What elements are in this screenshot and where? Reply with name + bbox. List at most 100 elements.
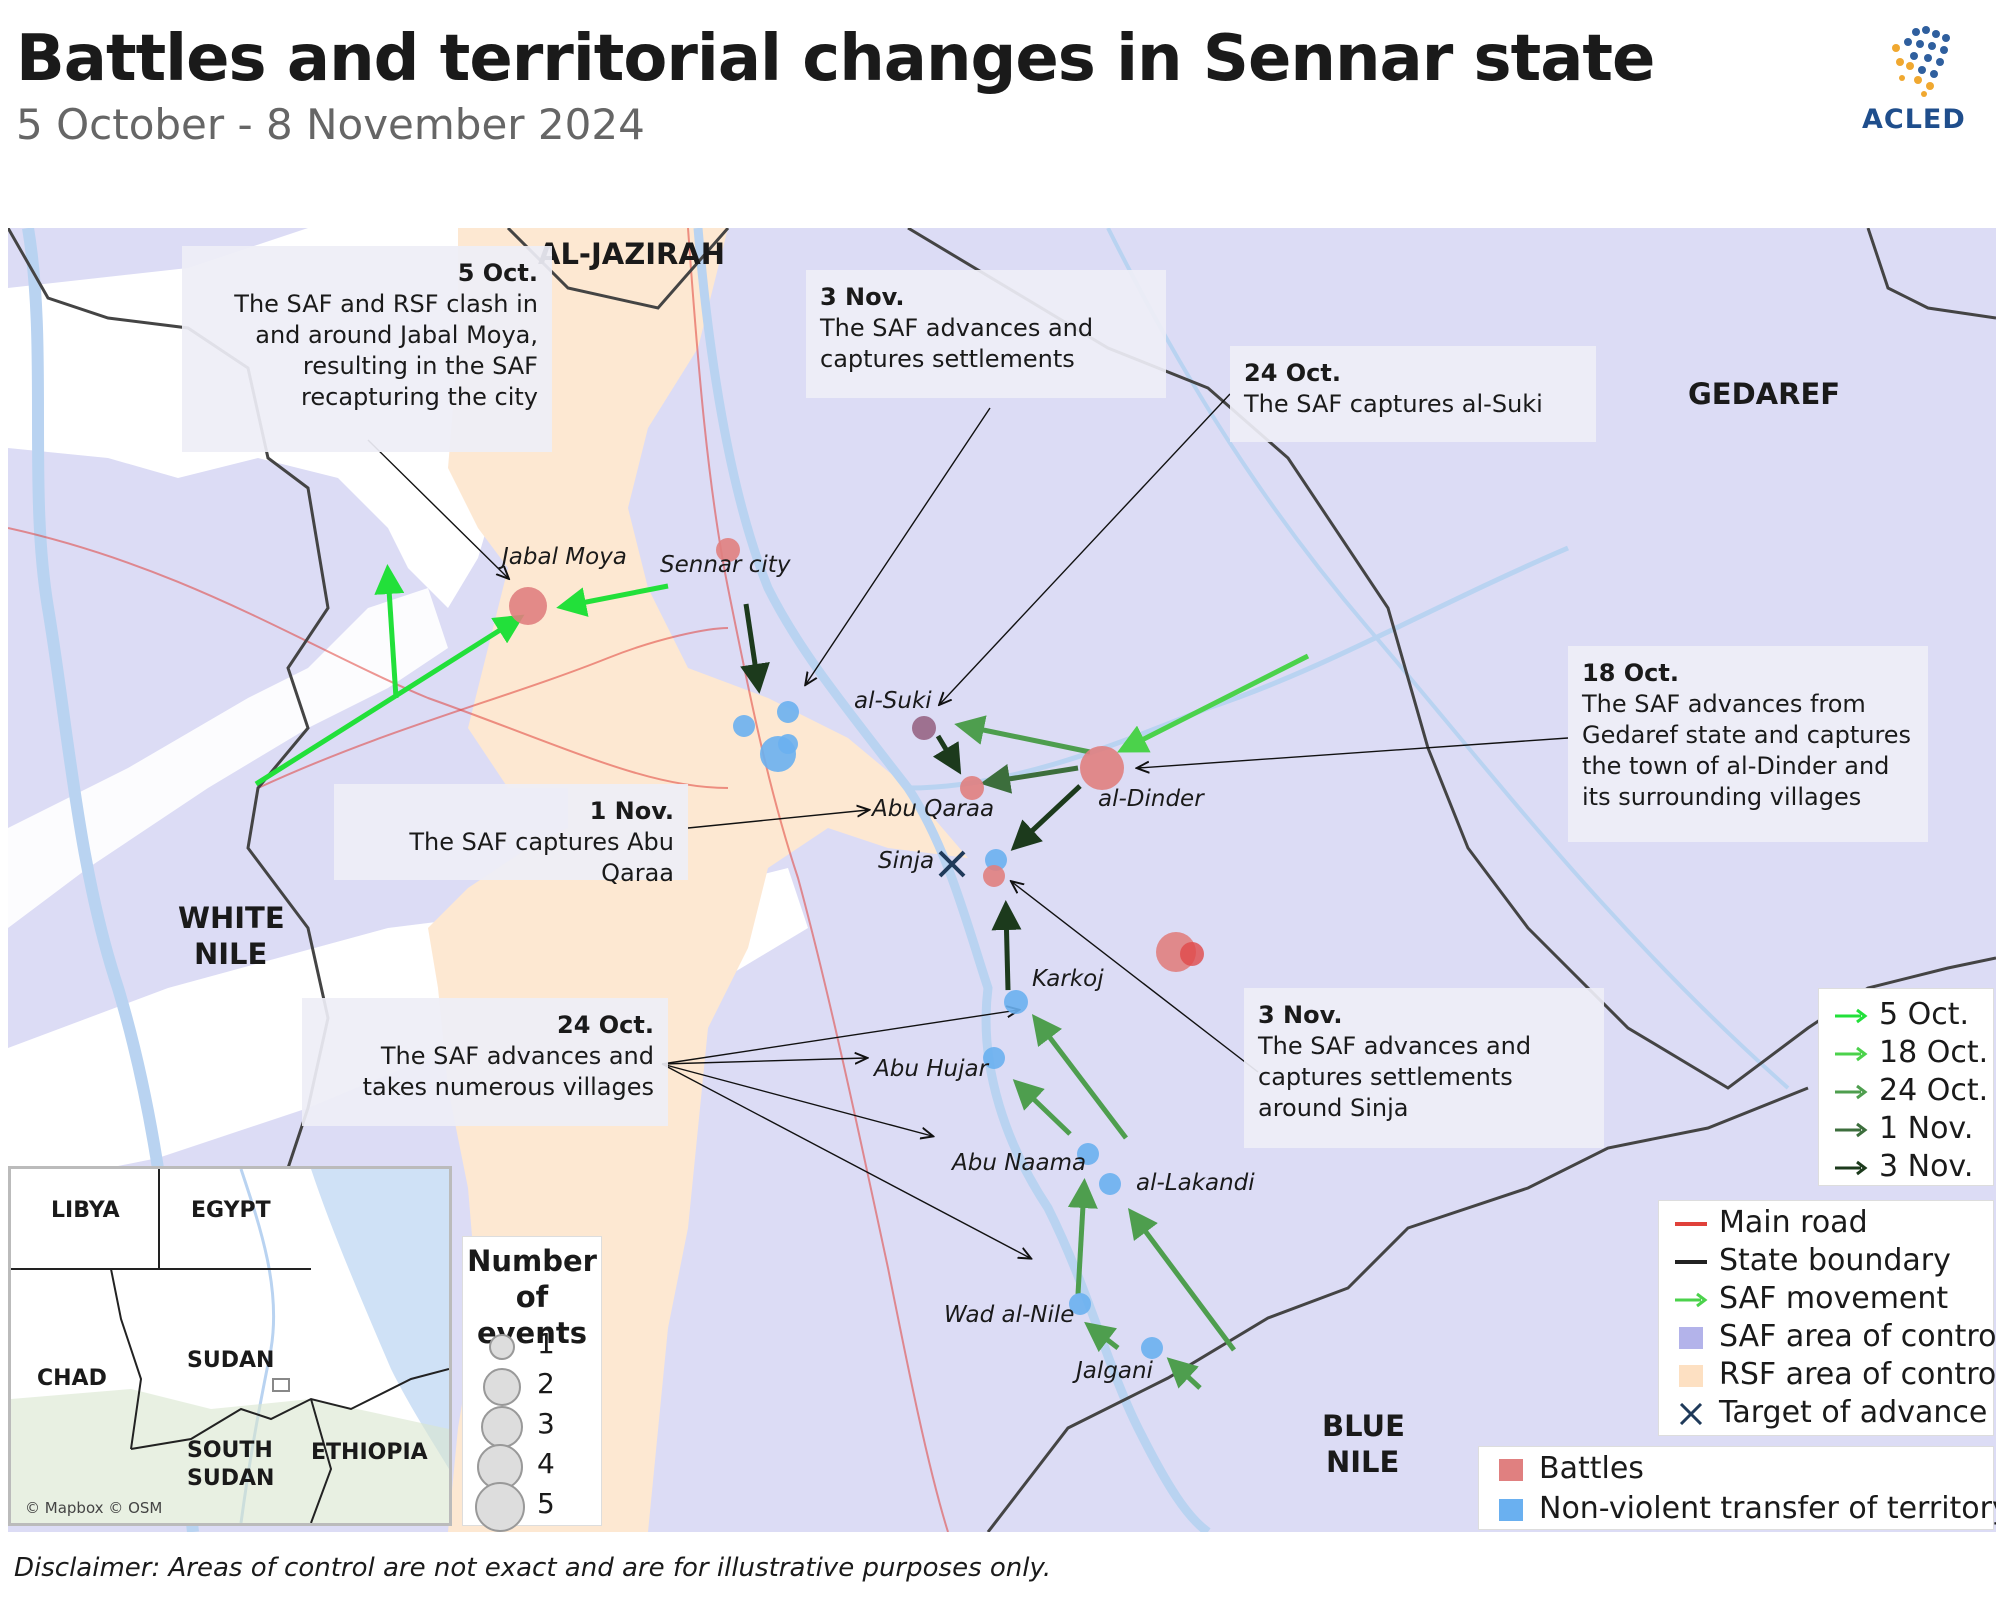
place-karkoj: Karkoj [1032,966,1104,992]
legend-row-target: Target of advance [1673,1395,1987,1431]
saf-area-swatch-icon [1673,1326,1709,1349]
place-sennar-city: Sennar city [660,552,791,578]
legend-row-saf-movement: SAF movement [1673,1281,1948,1317]
annotation-oct5: 5 Oct. The SAF and RSF clash in and arou… [182,246,552,452]
arrow-icon [1833,1043,1869,1065]
place-abu-qaraa: Abu Qaraa [872,796,995,822]
legend-row-state-boundary: State boundary [1673,1243,1951,1279]
date-legend-label: 24 Oct. [1879,1073,1989,1108]
arrow-icon [1833,1157,1869,1179]
annotation-oct24-bottom-date: 24 Oct. [557,1011,654,1039]
size-legend-value: 3 [537,1407,555,1440]
acled-logo-text: ACLED [1862,104,1966,135]
annotation-oct24-top-date: 24 Oct. [1244,359,1341,387]
place-al-dinder: al-Dinder [1098,786,1204,812]
target-of-advance-icon [1673,1402,1709,1425]
region-gedaref: GEDAREF [1688,377,1841,411]
battles-swatch-icon [1493,1458,1529,1481]
date-legend-row: 3 Nov. [1833,1149,1973,1185]
region-white-nile-1: WHITE [178,901,285,935]
size-circle-icon [475,1482,525,1532]
region-blue-nile-1: BLUE [1322,1409,1405,1443]
legend-label-state-boundary: State boundary [1719,1243,1951,1278]
inset-label-chad: CHAD [37,1366,107,1391]
legend-row-saf-area: SAF area of control [1673,1319,1996,1355]
inset-boundary-ethiopia [310,1398,333,1523]
annotation-nov1: 1 Nov. The SAF captures Abu Qaraa [334,784,688,887]
inset-label-south-sudan-1: SOUTH [187,1438,273,1463]
annotation-oct24-bottom-text: The SAF advances and takes numerous vill… [362,1042,654,1101]
rsf-area-swatch-icon [1673,1364,1709,1387]
annotation-nov3-bottom-text: The SAF advances and captures settlement… [1258,1032,1532,1122]
legend-row-main-road: Main road [1673,1205,1868,1241]
place-abu-naama: Abu Naama [952,1150,1087,1176]
legend-row-rsf-area: RSF area of control [1673,1357,1996,1393]
size-legend-title-2: of events [476,1280,587,1350]
place-al-suki: al-Suki [854,688,932,714]
annotation-oct24-bottom: 24 Oct. The SAF advances and takes numer… [302,998,668,1126]
inset-focus-box [272,1378,290,1392]
legend-row-battles: Battles [1493,1451,1644,1487]
region-blue-nile-2: NILE [1326,1445,1400,1479]
inset-label-libya: LIBYA [51,1198,120,1223]
inset-boundary-chad-sudan [110,1268,311,1450]
date-legend-label: 5 Oct. [1879,997,1970,1032]
road-line-icon [1673,1213,1709,1235]
legend-label-rsf-area: RSF area of control [1719,1357,1996,1392]
date-legend-label: 18 Oct. [1879,1035,1989,1070]
boundary-line-icon [1673,1251,1709,1273]
main-road-2 [687,228,949,1532]
rsf-area [428,228,968,1532]
annotation-nov3-top-date: 3 Nov. [820,283,905,311]
annotation-nov3-top: 3 Nov. The SAF advances and captures set… [806,270,1166,398]
annotation-nov1-text: The SAF captures Abu Qaraa [409,828,674,887]
size-legend-row: 3 [467,1405,597,1448]
date-legend-label: 1 Nov. [1879,1111,1974,1146]
annotation-oct18-date: 18 Oct. [1582,659,1679,687]
non-violent-swatch-icon [1493,1498,1529,1521]
inset-boundary-south-sudan [130,1368,449,1450]
date-legend-row: 1 Nov. [1833,1111,1973,1147]
annotation-oct18: 18 Oct. The SAF advances from Gedaref st… [1568,646,1928,842]
annotation-nov3-bottom: 3 Nov. The SAF advances and captures set… [1244,988,1604,1148]
size-legend: Number of events 1 2 3 4 5 [462,1236,602,1532]
event-type-legend: Battles Non-violent transfer of territor… [1478,1446,1996,1530]
date-legend: 5 Oct. 18 Oct. 24 Oct. 1 Nov. 3 Nov. [1818,988,1994,1186]
date-legend-row: 18 Oct. [1833,1035,1988,1071]
annotation-oct24-top: 24 Oct. The SAF captures al-Suki [1230,346,1596,442]
inset-label-south-sudan-2: SUDAN [187,1466,275,1491]
arrow-icon [1833,1119,1869,1141]
state-boundary-south [986,1086,1809,1532]
place-abu-hujar: Abu Hujar [874,1056,989,1082]
map-legend: Main road State boundary SAF movement SA… [1658,1200,1996,1436]
size-legend-row: 4 [467,1444,597,1490]
map-subtitle: 5 October - 8 November 2024 [16,100,645,149]
place-jalgani: Jalgani [1076,1358,1153,1384]
legend-label-battles: Battles [1539,1451,1644,1486]
inset-map-canvas [11,1169,449,1523]
size-legend-value: 2 [537,1367,555,1400]
legend-label-saf-movement: SAF movement [1719,1281,1949,1316]
map-panel[interactable]: AL-JAZIRAH GEDAREF WHITE NILE BLUE NILE [8,228,1996,1532]
size-legend-value: 1 [537,1327,555,1360]
size-legend-value: 5 [537,1487,555,1520]
arrow-icon [1833,1005,1869,1027]
disclaimer: Disclaimer: Areas of control are not exa… [14,1553,1052,1583]
place-wad-al-nile: Wad al-Nile [944,1302,1075,1328]
annotation-nov3-top-text: The SAF advances and captures settlement… [820,314,1094,373]
legend-label-saf-area: SAF area of control [1719,1319,1996,1354]
date-legend-label: 3 Nov. [1879,1149,1974,1184]
date-legend-row: 24 Oct. [1833,1073,1988,1109]
annotation-oct18-text: The SAF advances from Gedaref state and … [1582,690,1912,811]
size-legend-row: 5 [467,1482,597,1532]
region-white-nile-2: NILE [194,937,268,971]
region-al-jazirah: AL-JAZIRAH [538,237,726,271]
legend-row-non-violent: Non-violent transfer of territory [1493,1491,1996,1527]
map-title: Battles and territorial changes in Senna… [16,22,1655,96]
annotation-oct5-text: The SAF and RSF clash in and around Jaba… [234,290,538,411]
annotation-nov1-date: 1 Nov. [589,797,674,825]
date-legend-row: 5 Oct. [1833,997,1969,1033]
size-circle-icon [489,1334,515,1360]
legend-label-target: Target of advance [1719,1395,1988,1430]
size-legend-row: 2 [467,1365,597,1406]
